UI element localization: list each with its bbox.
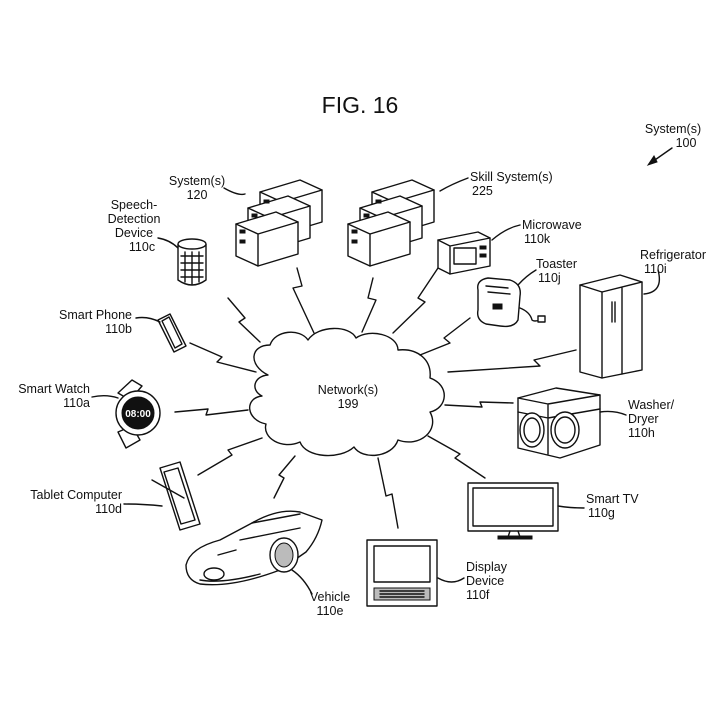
refrigerator-label: Refrigerator 110i — [640, 248, 706, 276]
smart-phone-icon — [158, 314, 186, 352]
figure-title: FIG. 16 — [321, 92, 399, 118]
toaster-label: Toaster 110j — [536, 257, 577, 285]
system-label: System(s) 120 — [152, 174, 242, 202]
toaster-label-text: Toaster — [536, 257, 577, 271]
smart-watch-label: Smart Watch 110a — [6, 382, 90, 410]
leader-skill-system — [440, 178, 468, 191]
smart-tv-label: Smart TV 110g — [586, 492, 639, 520]
network-label-number: 199 — [337, 397, 359, 411]
tablet-label-text: Tablet Computer — [30, 488, 122, 502]
washer-dryer-label-line1: Washer/ — [628, 398, 675, 412]
leader-toaster — [518, 270, 536, 285]
microwave-label: Microwave 110k — [522, 218, 582, 246]
leader-smart-watch — [92, 396, 118, 398]
link-system — [293, 268, 314, 333]
tablet-label: Tablet Computer 110d — [20, 488, 122, 516]
leader-washer-dryer — [600, 411, 626, 415]
skill-server-stack-icon — [348, 180, 434, 266]
watch-face-time: 08:00 — [125, 409, 151, 420]
leader-smart-tv — [558, 506, 584, 508]
link-smart-phone — [190, 343, 256, 372]
reference-label-number: 100 — [675, 136, 697, 150]
smart-phone-label-number: 110b — [105, 322, 132, 336]
leader-smart-phone — [136, 318, 160, 323]
link-smart-tv — [428, 436, 485, 478]
speech-device-label: Speech- Detection Device 110c — [96, 198, 172, 254]
network-cloud — [250, 328, 445, 455]
leader-refrigerator — [644, 270, 659, 294]
link-microwave — [393, 265, 440, 333]
network-label: Network(s) 199 — [300, 383, 396, 411]
smart-watch-label-number: 110a — [63, 396, 90, 410]
speech-device-label-number: 110c — [128, 240, 156, 254]
link-refrigerator — [448, 350, 576, 372]
vehicle-label: Vehicle 110e — [300, 590, 360, 618]
display-device-label-number: 110f — [466, 588, 490, 602]
leader-tablet — [124, 504, 162, 506]
smart-watch-icon: 08:00 — [116, 380, 160, 448]
leader-system — [224, 188, 245, 194]
refrigerator-icon — [580, 275, 642, 378]
speech-device-label-line2: Detection — [107, 212, 161, 226]
smart-tv-label-number: 110g — [588, 506, 615, 520]
smart-tv-icon — [468, 483, 558, 539]
smart-speaker-icon — [178, 239, 206, 285]
refrigerator-label-number: 110i — [644, 262, 667, 276]
leader-vehicle — [292, 570, 312, 594]
skill-system-label-number: 225 — [472, 184, 493, 198]
smart-watch-label-text: Smart Watch — [18, 382, 90, 396]
washer-dryer-label: Washer/ Dryer 110h — [628, 398, 674, 440]
display-device-label-line2: Device — [466, 574, 505, 588]
link-speech-device — [228, 298, 260, 342]
skill-system-label-text: Skill System(s) — [470, 170, 553, 184]
system-label-number: 120 — [186, 188, 208, 202]
leader-display-device — [438, 578, 464, 582]
washer-dryer-icon — [518, 388, 600, 458]
vehicle-label-text: Vehicle — [309, 590, 351, 604]
washer-dryer-label-line2: Dryer — [628, 412, 659, 426]
speech-device-label-line1: Speech- — [110, 198, 158, 212]
wireless-links — [175, 265, 576, 528]
vehicle-icon — [186, 511, 322, 585]
smart-tv-label-text: Smart TV — [586, 492, 639, 506]
link-toaster — [420, 318, 470, 355]
reference-label-text: System(s) — [644, 122, 702, 136]
display-device-icon — [367, 540, 437, 606]
system-label-text: System(s) — [168, 174, 226, 188]
smart-phone-label: Smart Phone 110b — [40, 308, 132, 336]
microwave-icon — [438, 232, 490, 274]
display-device-label-line1: Display — [466, 560, 507, 574]
smart-phone-label-text: Smart Phone — [59, 308, 132, 322]
network-label-text: Network(s) — [317, 383, 379, 397]
link-skill-system — [362, 278, 376, 332]
tablet-icon — [152, 462, 200, 530]
skill-system-label: Skill System(s) 225 — [470, 170, 553, 198]
tablet-label-number: 110d — [95, 502, 122, 516]
display-device-label: Display Device 110f — [466, 560, 507, 602]
leader-lines — [92, 148, 672, 594]
washer-dryer-label-number: 110h — [628, 426, 655, 440]
vehicle-label-number: 110e — [316, 604, 344, 618]
reference-arrowhead — [648, 156, 657, 165]
link-vehicle — [274, 456, 295, 498]
toaster-label-number: 110j — [538, 271, 561, 285]
refrigerator-label-text: Refrigerator — [640, 248, 706, 262]
microwave-label-number: 110k — [524, 232, 551, 246]
link-smart-watch — [175, 409, 248, 415]
link-washer-dryer — [445, 402, 513, 407]
link-display-device — [378, 458, 398, 528]
link-tablet — [198, 438, 262, 475]
leader-speech-device — [158, 238, 178, 248]
server-stack-icon — [236, 180, 322, 266]
speech-device-label-line3: Device — [114, 226, 154, 240]
reference-label: System(s) 100 — [638, 122, 708, 150]
toaster-icon — [478, 278, 545, 326]
leader-microwave — [492, 225, 520, 240]
microwave-label-text: Microwave — [522, 218, 582, 232]
